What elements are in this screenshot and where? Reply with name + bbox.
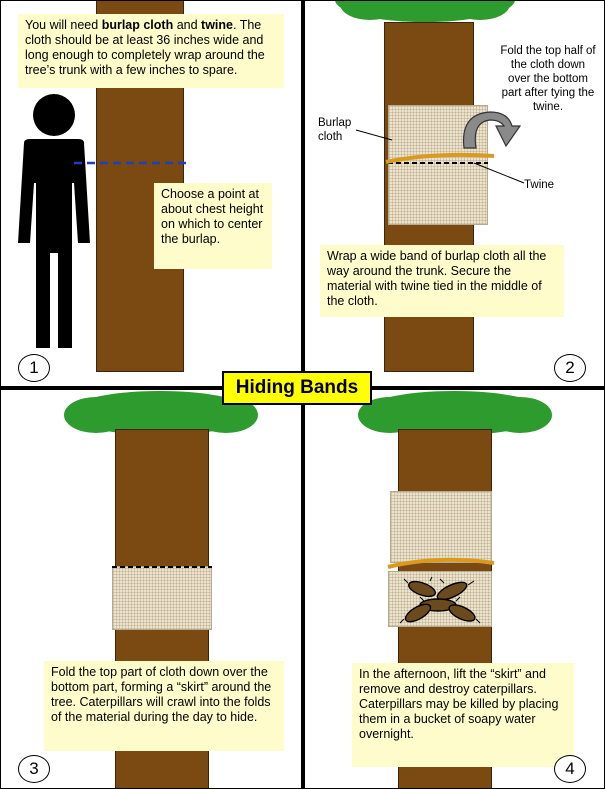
burlap-label-leader <box>355 129 393 141</box>
chest-height-line <box>74 161 190 165</box>
materials-note: You will need burlap cloth and twine. Th… <box>18 14 284 88</box>
chest-height-text: Choose a point at about chest height on … <box>161 187 264 246</box>
materials-and: and <box>173 18 202 32</box>
twine-label-leader <box>473 162 525 184</box>
skirt-instruction-text: Fold the top part of cloth down over the… <box>51 665 272 724</box>
fold-line <box>388 162 488 164</box>
panel-1: You will need burlap cloth and twine. Th… <box>0 0 302 389</box>
skirt-fold-line <box>112 566 212 568</box>
removal-instruction-text: In the afternoon, lift the “skirt” and r… <box>359 667 559 741</box>
tree-foliage <box>335 0 515 22</box>
caterpillar-cluster-icon <box>399 576 481 624</box>
fold-instruction: Fold the top half of the cloth down over… <box>500 45 596 113</box>
twine-icon <box>385 152 495 164</box>
step-number-3: 3 <box>18 755 50 783</box>
panel-2: Fold the top half of the cloth down over… <box>304 0 605 389</box>
wrap-instruction-note: Wrap a wide band of burlap cloth all the… <box>320 245 564 317</box>
panel-3: Fold the top part of cloth down over the… <box>0 391 302 789</box>
skirt-instruction-note: Fold the top part of cloth down over the… <box>44 661 284 751</box>
twine-icon <box>387 557 495 569</box>
twine-label: Twine <box>524 179 555 191</box>
burlap-cloth-label: Burlap cloth <box>318 117 352 143</box>
wrap-instruction-text: Wrap a wide band of burlap cloth all the… <box>327 249 547 308</box>
step-number-2: 2 <box>554 354 586 382</box>
person-silhouette-icon <box>18 94 90 348</box>
tree-foliage <box>358 391 552 435</box>
removal-instruction-note: In the afternoon, lift the “skirt” and r… <box>352 663 574 767</box>
materials-burlap: burlap cloth <box>101 18 174 32</box>
lifted-skirt <box>390 491 492 563</box>
materials-rest: . The cloth should be at least 36 inches… <box>25 18 265 77</box>
step-number-4: 4 <box>554 755 586 783</box>
materials-lead: You will need <box>25 18 102 32</box>
curved-fold-arrow-icon <box>462 111 522 149</box>
burlap-skirt <box>112 566 212 630</box>
tree-foliage <box>64 391 258 435</box>
materials-twine: twine <box>201 18 233 32</box>
chest-height-note: Choose a point at about chest height on … <box>154 183 272 269</box>
page-title: Hiding Bands <box>222 371 372 405</box>
step-number-1: 1 <box>18 354 50 382</box>
panel-4: In the afternoon, lift the “skirt” and r… <box>304 391 605 789</box>
